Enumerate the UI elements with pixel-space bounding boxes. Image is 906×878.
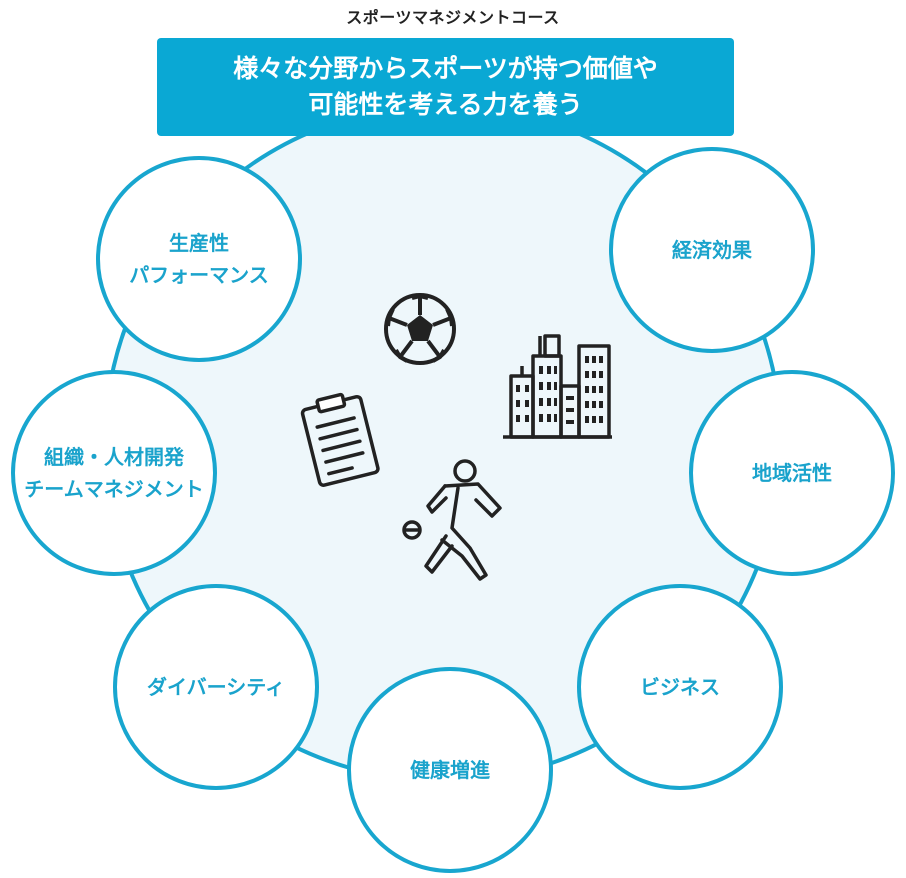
- node-economic-effect: 経済効果: [609, 147, 815, 353]
- node-label: 健康増進: [410, 758, 490, 782]
- node-label: 組織・人材開発: [44, 445, 184, 469]
- node-organization-team-management: 組織・人材開発 チームマネジメント: [11, 370, 217, 576]
- banner-line-2: 可能性を考える力を養う: [308, 90, 583, 119]
- node-label: 経済効果: [672, 238, 752, 262]
- course-title: スポーツマネジメントコース: [346, 8, 560, 27]
- node-health-promotion: 健康増進: [347, 667, 553, 873]
- banner-line-1: 様々な分野からスポーツが持つ価値や: [233, 54, 658, 83]
- node-productivity-performance: 生産性 パフォーマンス: [96, 156, 302, 362]
- node-diversity: ダイバーシティ: [113, 584, 319, 790]
- theme-banner: 様々な分野からスポーツが持つ価値や 可能性を考える力を養う: [157, 38, 734, 136]
- node-label: ビジネス: [640, 675, 720, 699]
- node-label: 地域活性: [752, 461, 832, 485]
- node-label: チームマネジメント: [24, 477, 204, 501]
- node-business: ビジネス: [577, 584, 783, 790]
- node-regional-revitalization: 地域活性: [689, 370, 895, 576]
- node-label: パフォーマンス: [129, 263, 269, 287]
- node-label: 生産性: [169, 231, 229, 255]
- node-label: ダイバーシティ: [147, 675, 285, 699]
